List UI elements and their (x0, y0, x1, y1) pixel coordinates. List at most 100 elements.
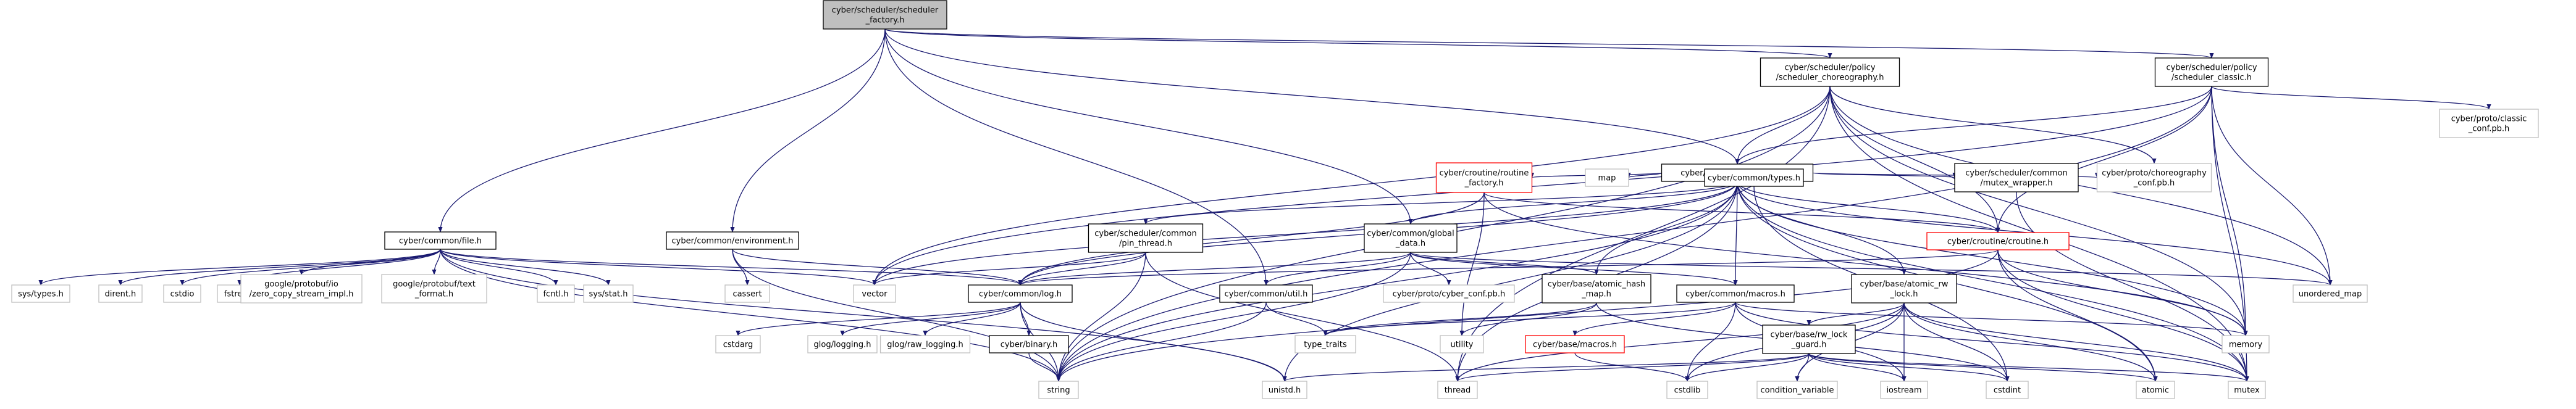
graph-node-log[interactable]: cyber/common/log.h (968, 284, 1073, 303)
graph-node-rw-lock-guard[interactable]: cyber/base/rw_lock_guard.h (1762, 324, 1856, 354)
graph-node-binary[interactable]: cyber/binary.h (989, 335, 1069, 353)
graph-node-file[interactable]: cyber/common/file.h (384, 231, 497, 250)
node-label: _guard.h (1791, 341, 1827, 350)
node-box (2293, 284, 2368, 303)
graph-node-global[interactable]: cyber/common/global_data.h (1364, 223, 1458, 253)
graph-node-mutex-wrapper[interactable]: cyber/scheduler/common/mutex_wrapper.h (1954, 163, 2079, 192)
node-box (1926, 232, 2070, 250)
node-box (823, 0, 947, 30)
edge-sched-to-croutine (1737, 181, 2000, 233)
edge-rw-lock-guard-to-cstdlib (1685, 353, 1810, 382)
node-label: cyber/common/environment.h (672, 237, 794, 246)
graph-node-unordered-map: unordered_map (2293, 284, 2368, 303)
edge-classic-to-classic-pb (2211, 86, 2491, 110)
edge-global-to-macros (1410, 252, 1738, 286)
node-label: string (1047, 386, 1070, 395)
node-label: google/protobuf/io (264, 280, 338, 289)
edge-classic-to-sched (1735, 86, 2212, 165)
edge-rw-lock-guard-to-unistd (1282, 353, 1810, 382)
edge-routine-factory-to-croutine (1483, 192, 2000, 233)
node-label: _conf.pb.h (2133, 179, 2175, 188)
graph-node-choreo[interactable]: cyber/scheduler/policy/scheduler_choreog… (1760, 57, 1900, 87)
node-label: cyber/scheduler/policy (1784, 64, 1875, 73)
edge-rw-lock-guard-to-mutex (1808, 353, 2249, 382)
graph-node-atomic-hash[interactable]: cyber/base/atomic_hash_map.h (1542, 274, 1651, 304)
edge-macros-to-cstdlib (1685, 302, 1736, 382)
edge-util-to-type-traits (1265, 302, 1328, 336)
edge-sched-to-string (1056, 181, 1738, 382)
node-label: cyber/common/file.h (399, 237, 482, 246)
graph-node-root[interactable]: cyber/scheduler/scheduler_factory.h (823, 0, 947, 30)
edge-file-to-vector (440, 249, 877, 286)
graph-node-cassert: cassert (724, 284, 770, 303)
graph-node-atomic: atomic (2136, 381, 2175, 399)
edge-log-to-glog (840, 302, 1021, 336)
node-box (853, 284, 896, 303)
node-box (1364, 223, 1458, 253)
graph-node-classic[interactable]: cyber/scheduler/policy/scheduler_classic… (2154, 57, 2269, 87)
node-box (1294, 335, 1356, 353)
node-label: _data.h (1395, 239, 1425, 249)
edge-file-to-zero-copy (299, 249, 441, 275)
edge-log-to-unistd (1020, 302, 1287, 382)
node-label: cyber/scheduler/common (1965, 169, 2067, 178)
edge-file-to-sys-stat (440, 249, 611, 286)
node-label: fcntl.h (543, 290, 568, 299)
graph-node-macros[interactable]: cyber/common/macros.h (1676, 284, 1795, 303)
node-box (1435, 162, 1533, 193)
graph-node-cstdlib: cstdlib (1666, 381, 1708, 399)
node-label: _map.h (1581, 290, 1611, 299)
node-box (1954, 163, 2079, 192)
node-label: memory (2229, 341, 2263, 350)
graph-node-glog-raw: glog/raw_logging.h (879, 335, 971, 353)
node-label: /mutex_wrapper.h (1980, 179, 2052, 188)
edge-root-to-global (884, 28, 1413, 225)
node-box (163, 284, 201, 303)
edge-sched-to-json-thread (1143, 181, 1738, 225)
node-label: unordered_map (2299, 290, 2362, 299)
node-label: cyber/croutine/routine (1440, 169, 1529, 178)
node-label: cyber/base/atomic_rw (1860, 280, 1948, 289)
edge-sched-to-global (1408, 181, 1738, 225)
node-box (724, 284, 770, 303)
node-box (1437, 381, 1478, 399)
node-box (1756, 381, 1838, 399)
graph-node-utility: utility (1440, 335, 1484, 353)
edge-json-thread-to-string (1056, 252, 1146, 382)
graph-node-croutine[interactable]: cyber/croutine/croutine.h (1926, 232, 2070, 250)
edge-macros-to-mutex (1735, 302, 2249, 382)
graph-node-vector: vector (853, 284, 896, 303)
graph-node-atomic-rw[interactable]: cyber/base/atomic_rw_lock.h (1851, 274, 1957, 304)
node-box (1880, 381, 1928, 399)
edge-rw-lock-guard-to-atomic (1808, 353, 2158, 382)
edge-root-to-classic (884, 28, 2213, 59)
graph-node-env[interactable]: cyber/common/environment.h (666, 231, 799, 250)
node-box (666, 231, 799, 250)
node-box (879, 335, 971, 353)
node-label: cstdio (170, 290, 195, 299)
node-label: /scheduler_classic.h (2171, 73, 2252, 83)
node-box (715, 335, 761, 353)
graph-node-fcntl: fcntl.h (537, 284, 575, 303)
edge-global-to-unordered-map (1410, 252, 2333, 286)
graph-node-choreo-pb: cyber/proto/choreography_conf.pb.h (2096, 163, 2212, 192)
node-box (2439, 109, 2539, 138)
node-label: _format.h (414, 290, 453, 299)
graph-node-base-macros[interactable]: cyber/base/macros.h (1525, 335, 1625, 353)
graph-node-json-thread[interactable]: cyber/scheduler/common/pin_thread.h (1088, 223, 1204, 253)
graph-node-routine-factory[interactable]: cyber/croutine/routine_factory.h (1435, 162, 1533, 193)
graph-node-util[interactable]: cyber/common/util.h (1219, 284, 1313, 303)
node-label: cyber/proto/cyber_conf.pb.h (1393, 290, 1505, 299)
edge-croutine-to-log (1018, 249, 1999, 286)
node-box (1525, 335, 1625, 353)
graph-node-iostream: iostream (1880, 381, 1928, 399)
edge-sched-to-map (1626, 172, 1663, 178)
node-label: _factory.h (865, 16, 905, 25)
node-label: vector (862, 290, 887, 299)
node-box (968, 284, 1073, 303)
edge-classic-to-memory (2211, 86, 2248, 336)
edge-atomic-hash-to-type-traits (1323, 302, 1597, 336)
graph-node-types[interactable]: cyber/common/types.h (1704, 168, 1804, 187)
graph-node-thread: thread (1437, 381, 1478, 399)
